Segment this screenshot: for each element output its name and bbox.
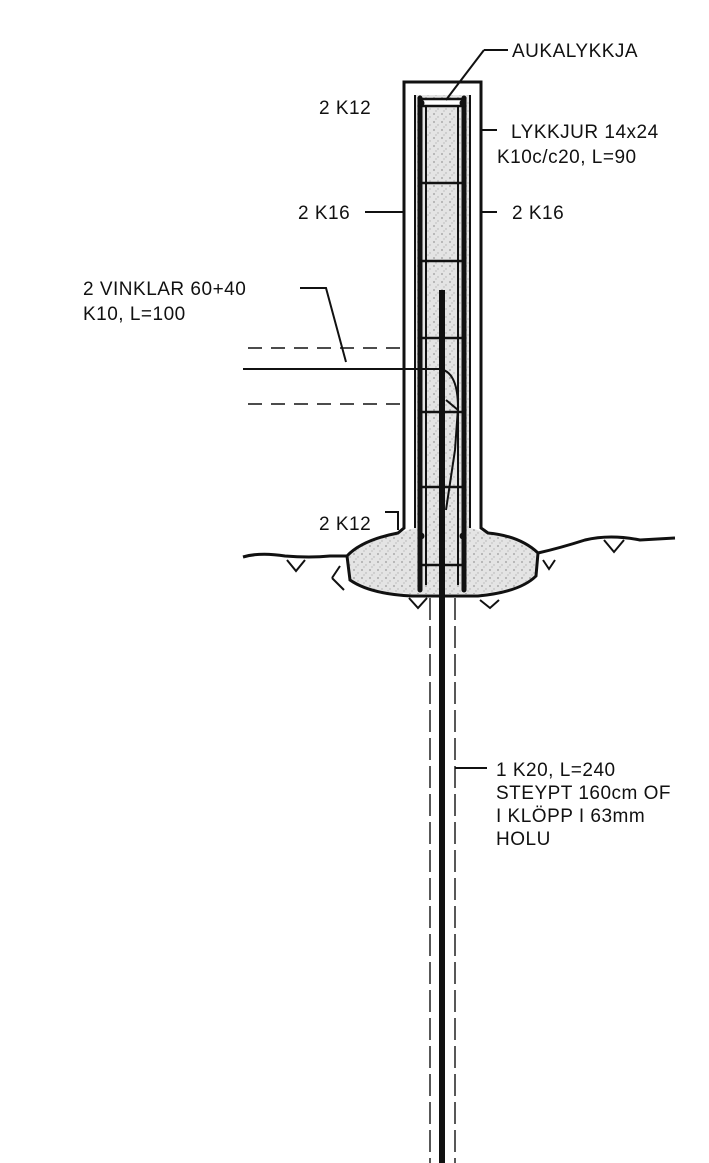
label-angles-line2: K10, L=100: [83, 304, 186, 325]
label-right-k16: 2 K16: [512, 203, 564, 224]
label-stirrups-line2: K10c/c20, L=90: [497, 147, 637, 168]
bottom-right-bar-dot: [459, 532, 467, 540]
label-aukalykkja: AUKALYKKJA: [512, 41, 638, 62]
top-right-bar-dot: [459, 99, 467, 107]
cap-stirrup: [418, 97, 466, 108]
ground-hatch-marks: [286, 539, 625, 610]
label-bottom-k12: 2 K12: [319, 514, 371, 535]
label-rod-line1: 1 K20, L=240: [496, 760, 616, 781]
label-rod-line2: STEYPT 160cm OF: [496, 783, 671, 804]
label-left-k16: 2 K16: [298, 203, 350, 224]
label-rod-line4: HOLU: [496, 829, 551, 850]
label-stirrups-line1: LYKKJUR 14x24: [511, 122, 659, 143]
label-rod-line3: I KLÖPP I 63mm: [496, 806, 645, 827]
ground-line: [242, 552, 347, 559]
angle-bar-bent: [243, 368, 460, 511]
top-left-bar-dot: [417, 99, 425, 107]
label-top-k12: 2 K12: [319, 98, 371, 119]
label-angles-line1: 2 VINKLAR 60+40: [83, 279, 246, 300]
bottom-left-bar-dot: [417, 532, 425, 540]
ground-line-right: [537, 535, 676, 555]
leader-lines: [300, 49, 508, 769]
angle-bar-bent-2: [445, 399, 459, 411]
